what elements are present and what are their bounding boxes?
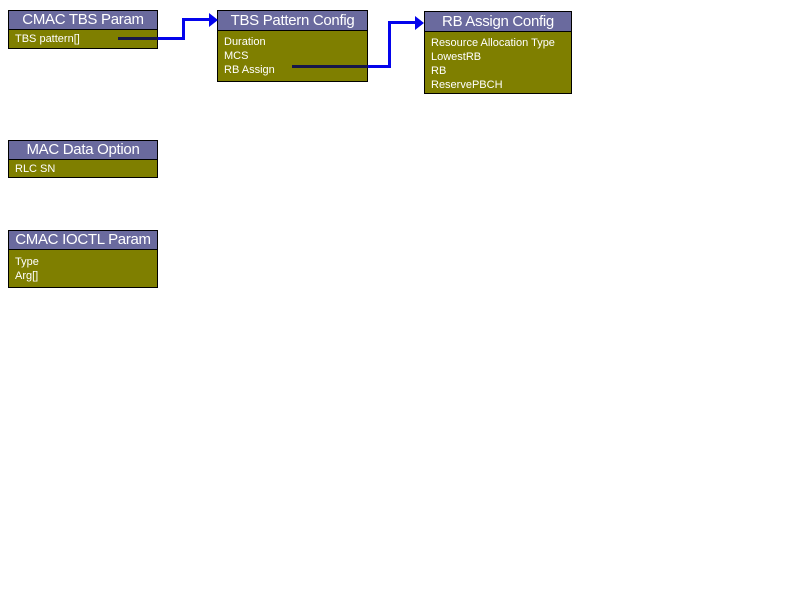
node-field: Arg[]	[15, 270, 39, 282]
node-field: Duration	[224, 36, 266, 48]
node-rb-assign-config[interactable]: RB Assign Config Resource Allocation Typ…	[424, 11, 572, 94]
connector-1-segment	[182, 18, 185, 40]
node-title: CMAC IOCTL Param	[9, 231, 157, 250]
connector-2-segment-over-box	[292, 65, 368, 68]
node-title: TBS Pattern Config	[218, 11, 367, 31]
node-tbs-pattern-config[interactable]: TBS Pattern Config Duration MCS RB Assig…	[217, 10, 368, 82]
node-cmac-ioctl-param[interactable]: CMAC IOCTL Param Type Arg[]	[8, 230, 158, 288]
node-field: Type	[15, 256, 39, 268]
node-field: Resource Allocation Type	[431, 37, 555, 49]
node-field: MCS	[224, 50, 249, 62]
node-field: ReservePBCH	[431, 79, 503, 91]
node-body: Resource Allocation Type LowestRB RB Res…	[425, 32, 571, 92]
connector-1-segment	[185, 18, 209, 21]
node-title: RB Assign Config	[425, 12, 571, 32]
connector-1-segment	[158, 37, 185, 40]
connector-2-segment	[391, 21, 416, 24]
node-field: RB	[431, 65, 447, 77]
connector-2-arrowhead-icon	[415, 16, 424, 30]
node-title: CMAC TBS Param	[9, 11, 157, 30]
node-field: RLC SN	[15, 163, 56, 175]
node-mac-data-option[interactable]: MAC Data Option RLC SN	[8, 140, 158, 178]
connector-1-arrowhead-icon	[209, 13, 218, 27]
node-field: RB Assign	[224, 64, 275, 76]
connector-2-segment	[388, 21, 391, 68]
connector-1-segment-over-box	[118, 37, 158, 40]
node-body: RLC SN	[9, 160, 157, 176]
node-body: Type Arg[]	[9, 250, 157, 283]
node-cmac-tbs-param[interactable]: CMAC TBS Param TBS pattern[]	[8, 10, 158, 49]
node-body: Duration MCS RB Assign	[218, 31, 367, 77]
connector-2-segment	[368, 65, 391, 68]
node-field: TBS pattern[]	[15, 33, 80, 45]
node-title: MAC Data Option	[9, 141, 157, 160]
node-body: TBS pattern[]	[9, 30, 157, 46]
node-field: LowestRB	[431, 51, 482, 63]
